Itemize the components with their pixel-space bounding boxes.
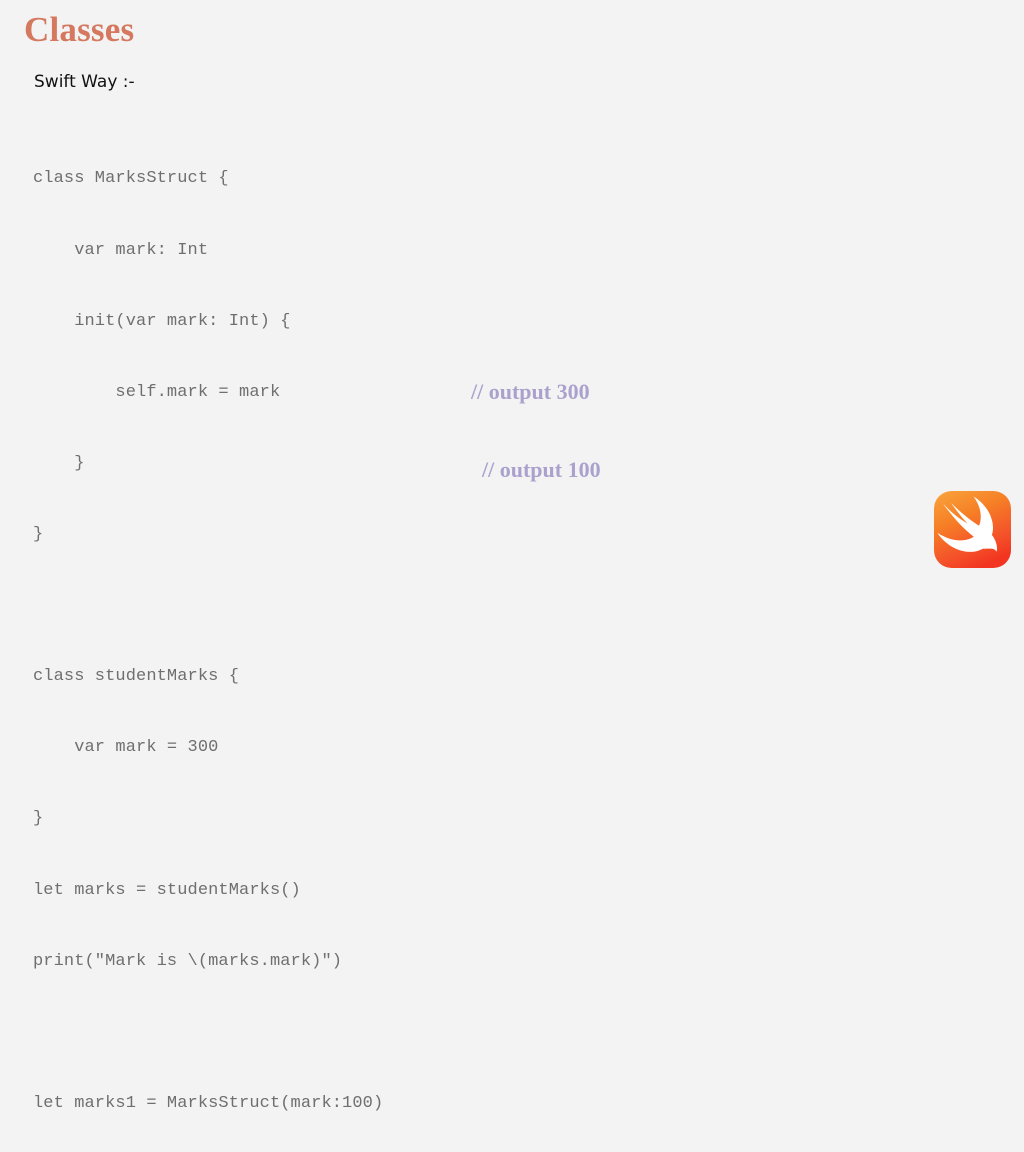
code-line: self.mark = mark bbox=[33, 382, 281, 402]
code-line: class studentMarks { bbox=[33, 667, 240, 687]
section-subtitle: Swift Way :- bbox=[34, 72, 135, 92]
output-comment-300: // output 300 bbox=[471, 379, 590, 404]
code-line: init(var mark: Int) { bbox=[33, 311, 291, 331]
code-line: class MarksStruct { bbox=[33, 169, 229, 189]
code-line: var mark = 300 bbox=[33, 738, 219, 758]
code-block: class MarksStruct { var mark: Int init(v… bbox=[33, 120, 383, 1152]
page-title: Classes bbox=[24, 10, 135, 49]
code-line: var mark: Int bbox=[33, 240, 209, 260]
code-line: let marks1 = MarksStruct(mark:100) bbox=[33, 1093, 384, 1113]
code-line: } bbox=[33, 453, 85, 473]
code-line: } bbox=[33, 809, 44, 829]
code-line-blank bbox=[33, 1021, 383, 1045]
slide-root: Classes Swift Way :- class MarksStruct {… bbox=[24, 10, 1011, 1113]
code-line-blank bbox=[33, 594, 383, 618]
output-comment-100: // output 100 bbox=[482, 457, 601, 482]
code-line: let marks = studentMarks() bbox=[33, 880, 301, 900]
code-line: } bbox=[33, 524, 44, 544]
swift-logo-icon bbox=[934, 491, 1011, 568]
code-line: print("Mark is \(marks.mark)") bbox=[33, 951, 343, 971]
